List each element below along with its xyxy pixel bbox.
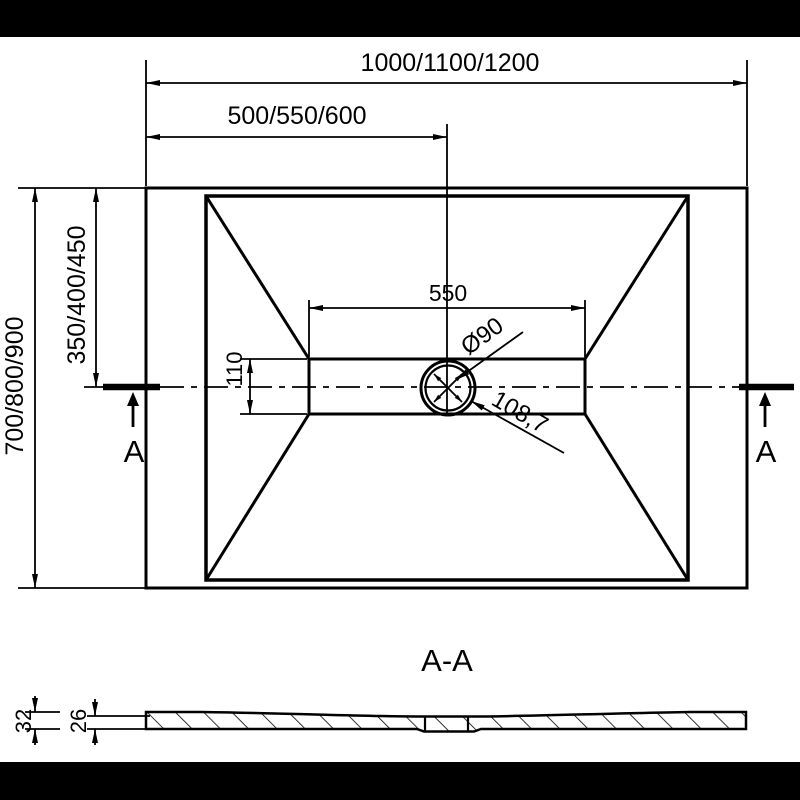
dim-section-height-edge: 26	[66, 699, 150, 745]
drain-symbol: Ø90 108,7	[419, 312, 565, 454]
section-marker-left-label: A	[124, 434, 145, 469]
letterbox-top	[0, 0, 800, 37]
dim-height-half-label: 350/400/450	[63, 225, 91, 364]
drain-diameter-leader	[455, 331, 524, 381]
section-view: A-A 32 26	[11, 643, 748, 745]
dim-height-total-label: 700/800/900	[1, 316, 29, 455]
dim-width-total: 1000/1100/1200	[145, 49, 748, 186]
slope-diagonals	[204, 195, 690, 581]
section-marker-right-label: A	[756, 434, 777, 469]
dim-section-height-total: 32	[11, 696, 60, 745]
fold-line	[204, 413, 311, 581]
top-view: A A 1000/1100/1200 500/550/600 700/800/9…	[1, 49, 794, 590]
dim-height-half: 350/400/450	[63, 188, 112, 388]
dim-channel-height-label: 110	[222, 351, 247, 386]
drain-outer-circle	[419, 359, 477, 417]
drain-diameter-label: Ø90	[456, 312, 509, 361]
fold-line	[583, 195, 690, 360]
dim-channel-height: 110	[222, 351, 307, 415]
dim-width-half: 500/550/600	[146, 102, 447, 140]
section-arrowhead-left	[127, 392, 139, 406]
dim-section-height-edge-label: 26	[66, 709, 91, 733]
tray-section-profile	[144, 710, 748, 733]
section-title: A-A	[421, 643, 473, 678]
section-arrowhead-right	[759, 392, 771, 406]
fold-line	[583, 413, 690, 581]
drain-flange-leader	[470, 400, 565, 454]
dim-channel-width: 550	[308, 280, 586, 357]
fold-line	[204, 195, 311, 360]
dim-section-height-total-label: 32	[11, 709, 36, 733]
dim-width-half-label: 500/550/600	[227, 102, 366, 130]
section-cut-line: A A	[103, 383, 794, 469]
letterbox-bottom	[0, 762, 800, 800]
drain-inner-circle	[424, 364, 472, 412]
dim-width-total-label: 1000/1100/1200	[361, 49, 540, 77]
dim-channel-width-label: 550	[429, 280, 467, 306]
drain-flange-label: 108,7	[487, 386, 553, 439]
dim-height-total: 700/800/900	[1, 187, 146, 589]
